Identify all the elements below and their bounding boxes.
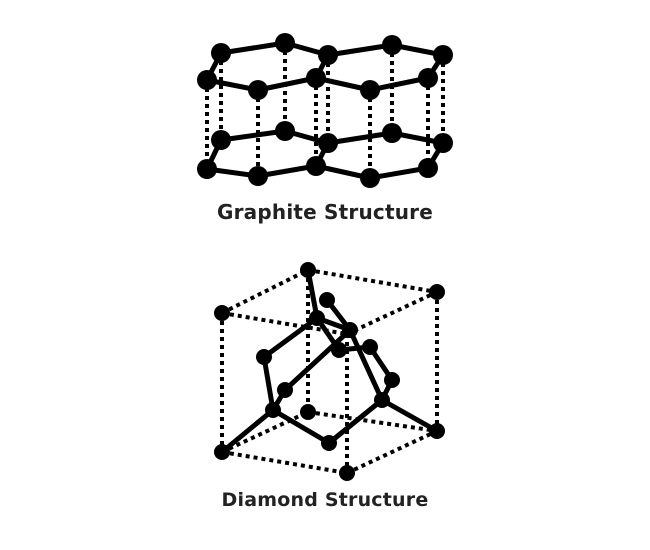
carbon-atom (433, 45, 453, 65)
cell-edge (346, 290, 438, 336)
carbon-atom (277, 382, 293, 398)
carbon-atom (275, 33, 295, 53)
carbon-atom (309, 310, 325, 326)
carbon-atom (362, 339, 378, 355)
carbon-atom (433, 133, 453, 153)
carbon-atom (382, 35, 402, 55)
graphite-structure-caption: Graphite Structure (216, 200, 434, 224)
carbon-atom (318, 133, 338, 153)
carbon-atom (360, 168, 380, 188)
carbon-atom (331, 342, 347, 358)
carbon-atom (306, 68, 326, 88)
covalent-bond (261, 315, 320, 360)
cell-edge (307, 268, 438, 294)
cell-edge (221, 450, 348, 475)
carbon-atom (300, 404, 316, 420)
cell-edge (221, 268, 309, 315)
covalent-bond (347, 327, 385, 403)
carbon-atom (384, 372, 400, 388)
cell-edge (346, 429, 438, 475)
carbon-atom (418, 158, 438, 178)
carbon-atom (275, 121, 295, 141)
covalent-bond (379, 397, 440, 434)
carbon-atom (418, 68, 438, 88)
covalent-bond (282, 327, 353, 393)
carbon-atom (214, 444, 230, 460)
carbon-atom (429, 284, 445, 300)
carbon-atom (211, 130, 231, 150)
graphite-lattice (197, 33, 453, 188)
carbon-atom (374, 392, 390, 408)
carbon-atom (306, 156, 326, 176)
carbon-atom (429, 423, 445, 439)
covalent-bond (270, 407, 332, 446)
carbon-atom (342, 322, 358, 338)
covalent-bond (326, 397, 385, 446)
carbon-atom (339, 465, 355, 481)
graphite-atoms (197, 33, 453, 188)
carbon-atom (360, 80, 380, 100)
carbon-atom (321, 435, 337, 451)
carbon-atom (197, 159, 217, 179)
carbon-atom (256, 349, 272, 365)
covalent-bond (219, 407, 276, 455)
carbon-atom (248, 80, 268, 100)
diamond-atoms (214, 262, 445, 481)
carbon-atom (248, 166, 268, 186)
cell-edge (307, 410, 438, 433)
covalent-bond (261, 354, 276, 413)
carbon-atom (319, 292, 335, 308)
carbon-atom (300, 262, 316, 278)
carbon-atom (197, 70, 217, 90)
carbon-atom (382, 123, 402, 143)
diamond-structure-caption: Diamond Structure (221, 489, 429, 511)
diamond-lattice (214, 262, 445, 481)
carbon-atom (214, 305, 230, 321)
carbon-atom (318, 45, 338, 65)
carbon-atom (211, 43, 231, 63)
carbon-atom (265, 402, 281, 418)
covalent-bond (305, 267, 320, 321)
